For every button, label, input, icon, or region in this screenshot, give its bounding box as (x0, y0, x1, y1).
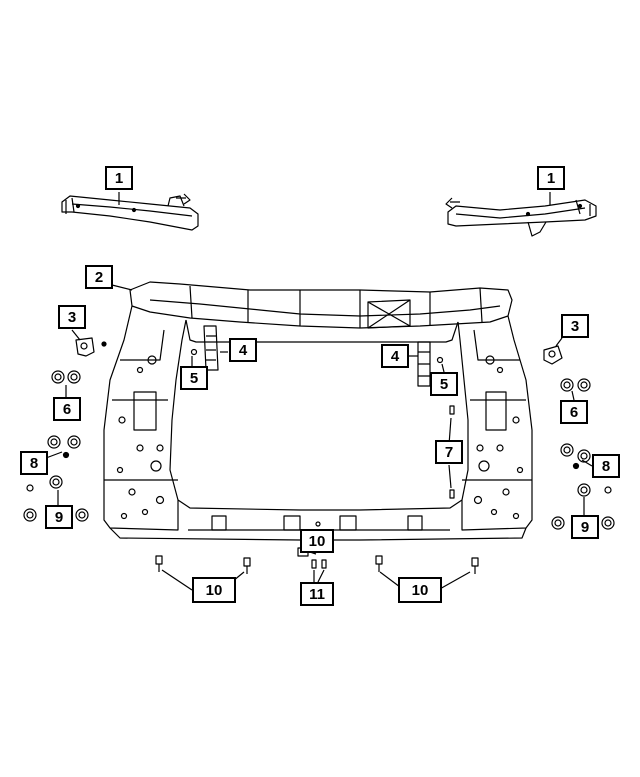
callout-3-right: 3 (561, 314, 589, 338)
callout-10-left: 10 (192, 577, 236, 603)
right-nuts (560, 443, 591, 470)
callout-4-right: 4 (381, 344, 409, 368)
callout-3-left: 3 (58, 305, 86, 329)
callout-11: 11 (300, 582, 334, 606)
left-upper-bracket (61, 193, 199, 231)
bolts (155, 547, 479, 574)
callout-8-right: 8 (592, 454, 620, 478)
callout-4-left: 4 (229, 338, 257, 362)
screws (311, 559, 327, 569)
callout-5-left: 5 (180, 366, 208, 390)
right-latch-bracket (543, 345, 563, 365)
callout-6-right: 6 (560, 400, 588, 424)
right-isolators (551, 483, 615, 530)
center-fasteners (449, 405, 455, 499)
left-air-guide (203, 325, 219, 371)
callout-8-left: 8 (20, 451, 48, 475)
callout-10-right: 10 (398, 577, 442, 603)
left-clip (190, 348, 198, 356)
callout-10-center: 10 (300, 529, 334, 553)
right-clip (436, 356, 444, 364)
radiator-support-frame (103, 281, 533, 541)
left-bushings (51, 370, 81, 384)
callout-5-right: 5 (430, 372, 458, 396)
callout-1-right: 1 (537, 166, 565, 190)
callout-7: 7 (435, 440, 463, 464)
callout-9-left: 9 (45, 505, 73, 529)
left-latch-bracket (75, 337, 107, 357)
left-nuts (47, 435, 81, 459)
callout-1-left: 1 (105, 166, 133, 190)
callout-9-right: 9 (571, 515, 599, 539)
callout-6-left: 6 (53, 397, 81, 421)
right-bushings (560, 378, 591, 392)
right-upper-bracket (445, 197, 597, 237)
callout-2: 2 (85, 265, 113, 289)
right-air-guide (417, 341, 431, 387)
left-isolators (23, 475, 89, 522)
